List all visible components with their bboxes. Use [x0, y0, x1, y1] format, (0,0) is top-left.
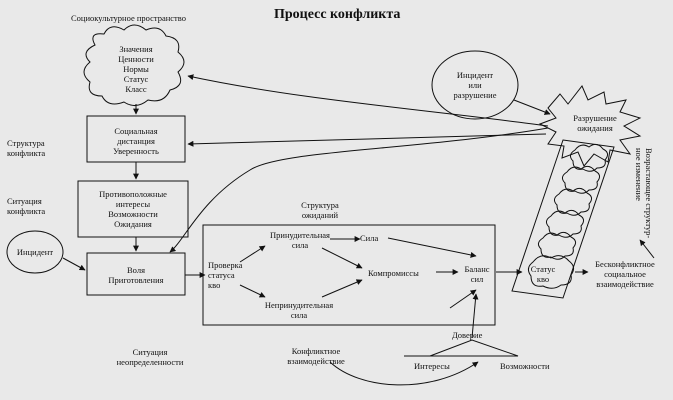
diagram-title: Процесс конфликта	[274, 7, 401, 22]
opportunities-bottom-text: Возможности	[500, 361, 550, 371]
values-cloud	[83, 24, 185, 106]
force-text: Сила	[360, 233, 379, 243]
disruption-starburst	[538, 85, 642, 167]
incident-ellipse-left	[6, 230, 64, 274]
compromises-text: Компромиссы	[368, 268, 419, 278]
expectations-structure-box	[202, 224, 496, 326]
trust-triangle	[429, 339, 519, 357]
sociocultural-label: Социокультурное пространство	[71, 13, 186, 23]
restructuring-text: Возрастающее структур-ное изменение	[634, 148, 654, 239]
trust-text: Доверие	[452, 330, 483, 340]
incident-ellipse-right	[431, 50, 519, 120]
interests-box	[77, 180, 189, 238]
interests-bottom-text: Интересы	[414, 361, 450, 371]
will-box	[86, 252, 186, 296]
incident-left-text: Инцидент	[16, 247, 54, 257]
